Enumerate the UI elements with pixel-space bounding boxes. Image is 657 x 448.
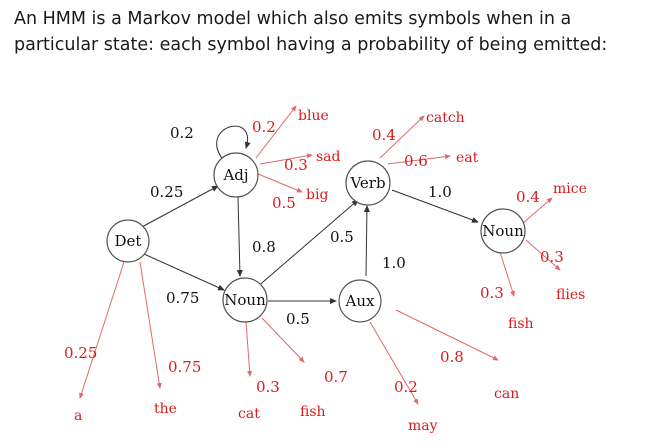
state-verb: Verb <box>345 160 391 206</box>
prob-blue: 0.2 <box>252 118 276 136</box>
prob-fish-noun2: 0.3 <box>480 284 504 302</box>
prob-aux-verb: 1.0 <box>382 254 406 272</box>
state-det: Det <box>106 219 150 263</box>
prob-adj-self: 0.2 <box>170 124 194 142</box>
intro-line-2: particular state: each symbol having a p… <box>14 35 608 55</box>
prob-eat: 0.6 <box>404 152 428 170</box>
word-fish-noun2: fish <box>508 316 534 332</box>
emit-adj-sad <box>259 153 313 165</box>
edge-aux-verb <box>363 205 370 277</box>
state-aux-label: Aux <box>345 292 375 310</box>
edge-noun1-verb <box>255 199 359 289</box>
prob-a: 0.25 <box>64 344 97 362</box>
prob-can: 0.8 <box>440 348 464 366</box>
edge-verb-noun2 <box>391 189 479 223</box>
prob-big: 0.5 <box>272 194 296 212</box>
prob-noun1-verb: 0.5 <box>330 228 354 246</box>
prob-the: 0.75 <box>168 358 201 376</box>
edge-adj-self <box>216 125 251 162</box>
emit-noun2-fish <box>499 251 515 297</box>
prob-noun1-aux: 0.5 <box>286 310 310 328</box>
word-blue: blue <box>298 108 329 124</box>
state-noun-1: Noun <box>222 277 268 323</box>
emit-det-the <box>139 261 162 389</box>
word-eat: eat <box>456 150 479 166</box>
prob-det-adj: 0.25 <box>150 183 183 201</box>
intro-line-1: An HMM is a Markov model which also emit… <box>14 9 572 29</box>
edge-det-adj <box>139 185 219 229</box>
prob-catch: 0.4 <box>372 126 396 144</box>
state-aux: Aux <box>338 279 382 323</box>
prob-adj-noun1: 0.8 <box>252 238 276 256</box>
prob-det-noun1: 0.75 <box>166 289 199 307</box>
word-catch: catch <box>426 110 465 126</box>
state-noun-2: Noun <box>480 208 526 254</box>
word-a: a <box>74 408 82 424</box>
edge-det-noun1 <box>143 253 225 291</box>
word-may: may <box>408 418 438 434</box>
state-adj-label: Adj <box>222 166 248 184</box>
state-noun-2-label: Noun <box>482 222 524 240</box>
word-big: big <box>306 187 328 203</box>
state-noun-1-label: Noun <box>224 291 266 309</box>
prob-flies: 0.3 <box>540 248 564 266</box>
emit-det-a <box>79 261 125 399</box>
prob-verb-noun2: 1.0 <box>428 183 452 201</box>
edge-adj-noun1 <box>236 196 243 277</box>
state-verb-label: Verb <box>349 174 385 192</box>
emit-aux-can <box>395 309 499 361</box>
emit-noun2-mice <box>521 197 553 225</box>
prob-fish-noun1: 0.7 <box>324 368 348 386</box>
word-fish-noun1: fish <box>300 404 326 420</box>
emit-noun1-cat <box>245 321 253 377</box>
word-the: the <box>154 401 177 417</box>
emit-verb-eat <box>387 154 451 165</box>
intro-heading: An HMM is a Markov model which also emit… <box>14 6 649 58</box>
prob-may: 0.2 <box>394 378 418 396</box>
word-mice: mice <box>553 181 587 197</box>
word-flies: flies <box>556 287 585 303</box>
emit-noun2-flies <box>525 239 561 271</box>
word-can: can <box>494 386 519 402</box>
emit-aux-may <box>369 321 419 405</box>
prob-sad: 0.3 <box>284 156 308 174</box>
emit-noun1-fish <box>261 317 305 363</box>
word-sad: sad <box>316 149 341 165</box>
prob-cat: 0.3 <box>256 378 280 396</box>
state-det-label: Det <box>115 232 142 250</box>
emit-verb-catch <box>379 115 425 159</box>
emit-adj-blue <box>255 105 297 159</box>
word-cat: cat <box>238 406 260 422</box>
prob-mice: 0.4 <box>516 188 540 206</box>
state-adj: Adj <box>213 152 259 198</box>
emit-adj-big <box>257 173 303 193</box>
